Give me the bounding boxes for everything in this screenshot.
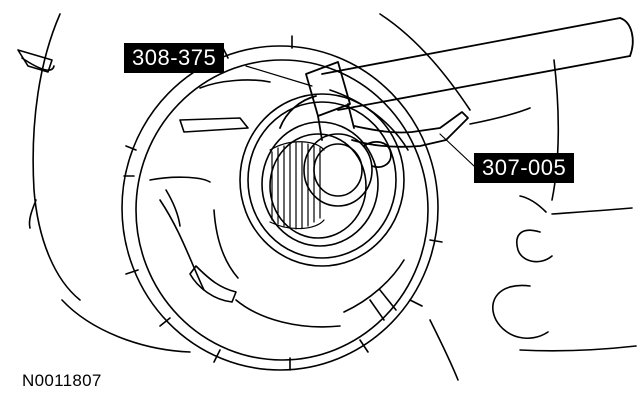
vehicle-structure-left [17,13,191,353]
tool-308-375 [279,17,634,168]
leader-lines [245,65,475,167]
housing-ribs [149,79,409,328]
housing-rim [121,35,443,371]
seal-assembly [239,93,405,267]
splined-shaft [269,141,325,230]
tool-callout-307-005: 307-005 [474,153,575,183]
tool-callout-308-375: 308-375 [124,43,225,73]
figure-number: N0011807 [22,371,102,390]
vehicle-structure-right [379,13,637,381]
